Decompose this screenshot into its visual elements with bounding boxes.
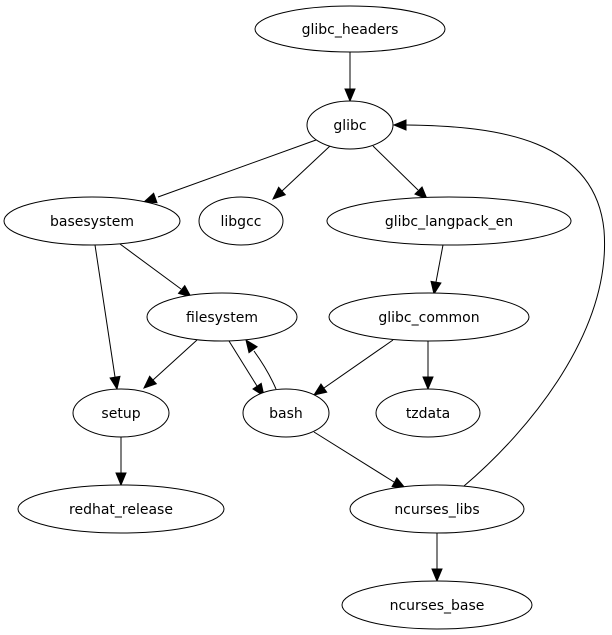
node-glibc-headers: glibc_headers bbox=[254, 5, 446, 53]
arrowhead-icon bbox=[422, 376, 434, 391]
node-shape bbox=[242, 388, 330, 438]
edge-line bbox=[323, 339, 394, 389]
edge-glibc-to-libgcc bbox=[272, 145, 331, 200]
arrowhead-icon bbox=[414, 186, 428, 200]
edges-layer bbox=[94, 52, 606, 583]
node-shape bbox=[254, 5, 446, 53]
edge-bash-to-ncurses-libs bbox=[313, 431, 407, 489]
edge-basesystem-to-filesystem bbox=[119, 243, 193, 298]
node-shape bbox=[326, 196, 572, 246]
node-shape bbox=[146, 292, 298, 342]
arrowhead-icon bbox=[109, 375, 121, 391]
edge-line bbox=[281, 145, 331, 192]
edge-line bbox=[313, 431, 395, 483]
node-glibc-langpack-en: glibc_langpack_en bbox=[326, 196, 572, 246]
edge-glibc-common-to-bash bbox=[312, 339, 394, 396]
edge-filesystem-to-setup bbox=[143, 339, 198, 389]
edge-line bbox=[372, 145, 419, 191]
node-setup: setup bbox=[72, 388, 170, 438]
node-libgcc: libgcc bbox=[198, 196, 284, 246]
edge-glibc-headers-to-glibc bbox=[344, 52, 356, 103]
node-glibc: glibc bbox=[306, 100, 394, 150]
edge-bash-to-filesystem bbox=[245, 338, 277, 390]
edge-glibc-common-to-tzdata bbox=[422, 341, 434, 391]
arrowhead-icon bbox=[392, 119, 407, 131]
arrowhead-icon bbox=[177, 284, 193, 298]
node-label: glibc_langpack_en bbox=[385, 214, 513, 230]
arrowhead-icon bbox=[344, 88, 356, 103]
edge-glibc-to-basesystem bbox=[142, 139, 317, 204]
edge-basesystem-to-setup bbox=[94, 244, 121, 391]
edge-ncurses-libs-to-glibc bbox=[392, 119, 606, 487]
node-glibc-common: glibc_common bbox=[328, 292, 530, 342]
node-filesystem: filesystem bbox=[146, 292, 298, 342]
edge-glibc-to-glibc-langpack-en bbox=[372, 145, 428, 200]
node-bash: bash bbox=[242, 388, 330, 438]
node-label: redhat_release bbox=[69, 502, 173, 518]
edge-filesystem-to-bash bbox=[228, 340, 265, 398]
node-label: tzdata bbox=[406, 406, 450, 422]
arrowhead-icon bbox=[430, 280, 442, 296]
node-label: libgcc bbox=[221, 214, 262, 230]
node-ncurses-libs: ncurses_libs bbox=[349, 484, 525, 534]
node-label: ncurses_base bbox=[390, 598, 485, 614]
edge-setup-to-redhat-release bbox=[115, 437, 127, 487]
arrowhead-icon bbox=[312, 383, 328, 396]
node-basesystem: basesystem bbox=[3, 196, 181, 246]
node-label: setup bbox=[101, 406, 140, 422]
arrowhead-icon bbox=[143, 375, 158, 389]
node-shape bbox=[328, 292, 530, 342]
node-label: basesystem bbox=[50, 214, 134, 230]
node-shape bbox=[3, 196, 181, 246]
edge-glibc-langpack-en-to-glibc-common bbox=[430, 244, 444, 296]
node-shape bbox=[306, 100, 394, 150]
edge-line bbox=[435, 244, 444, 283]
edge-line bbox=[228, 340, 258, 387]
edge-line bbox=[119, 243, 182, 290]
node-shape bbox=[72, 388, 170, 438]
arrowhead-icon bbox=[142, 192, 158, 204]
node-label: filesystem bbox=[186, 310, 258, 326]
arrowhead-icon bbox=[245, 338, 259, 354]
edge-line bbox=[157, 139, 317, 198]
node-shape bbox=[17, 484, 225, 534]
edge-line bbox=[253, 350, 277, 390]
arrowhead-icon bbox=[272, 186, 287, 200]
node-tzdata: tzdata bbox=[375, 388, 481, 438]
arrowhead-icon bbox=[115, 472, 127, 487]
node-label: ncurses_libs bbox=[394, 502, 479, 518]
arrowhead-icon bbox=[431, 568, 443, 583]
node-label: bash bbox=[269, 406, 303, 422]
node-redhat-release: redhat_release bbox=[17, 484, 225, 534]
node-ncurses-base: ncurses_base bbox=[341, 580, 533, 630]
node-shape bbox=[341, 580, 533, 630]
edge-ncurses-libs-to-ncurses-base bbox=[431, 533, 443, 583]
node-label: glibc_common bbox=[378, 310, 479, 326]
node-shape bbox=[349, 484, 525, 534]
node-label: glibc_headers bbox=[302, 22, 399, 38]
node-label: glibc bbox=[333, 118, 366, 134]
node-shape bbox=[198, 196, 284, 246]
edge-line bbox=[94, 244, 116, 378]
edge-line bbox=[152, 339, 198, 381]
edge-line bbox=[405, 124, 606, 487]
node-shape bbox=[375, 388, 481, 438]
